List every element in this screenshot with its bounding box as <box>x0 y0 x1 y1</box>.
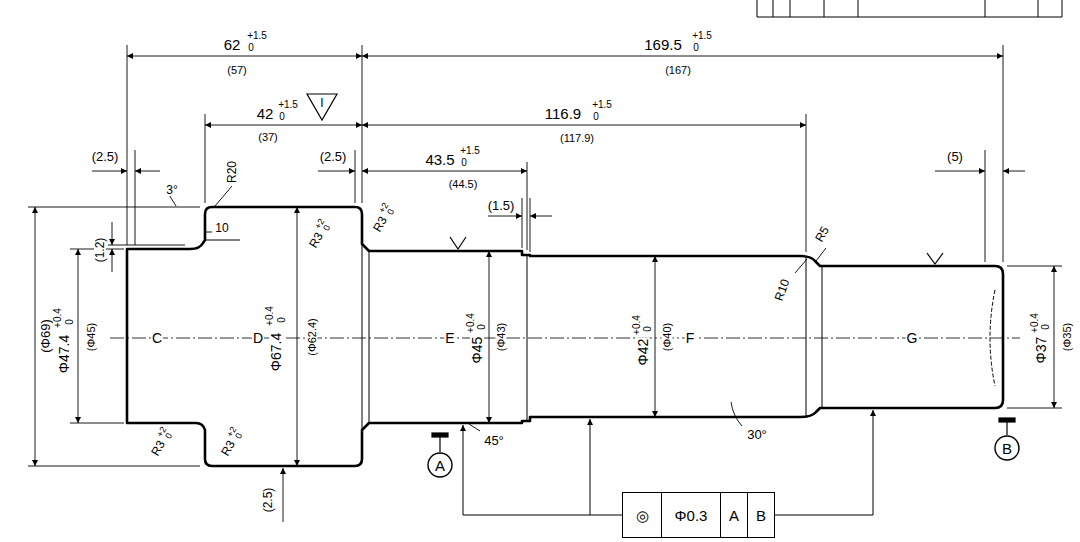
tolerance-cell: ◎ <box>622 492 662 538</box>
dimension-text: Φ47.4 <box>57 334 71 374</box>
shaft-outline <box>127 207 1003 466</box>
section-letter: D <box>252 331 264 345</box>
section-letter: G <box>906 331 919 345</box>
dimension-text: (Φ45) <box>86 322 97 352</box>
datum-circle: B <box>994 435 1020 461</box>
dimension-text: 0 <box>460 158 468 168</box>
dimension-text: (44.5) <box>448 179 479 190</box>
dimension-text: Φ67.4 <box>269 332 283 372</box>
dimension-text: 62 <box>223 37 242 52</box>
tolerance-cell: A <box>720 492 748 538</box>
dimension-text: (Φ69) <box>39 318 52 354</box>
dimension-text: (5) <box>946 150 964 163</box>
dimension-text: (117.9) <box>559 133 595 144</box>
tolerance-text: ◎ <box>636 508 649 523</box>
dimension-text: +1.5 <box>246 31 268 41</box>
dimension-text: +0.4 <box>632 314 642 336</box>
shaft-detail <box>205 240 995 430</box>
dimension-text: (1.2) <box>94 237 106 264</box>
surface-symbols <box>307 94 943 264</box>
dimension-text: 0 <box>163 431 174 442</box>
dimension-text: (37) <box>257 132 279 143</box>
center-line <box>110 338 1020 339</box>
dimension-text: 116.9 <box>544 106 582 121</box>
extension-lines <box>28 45 1062 466</box>
dimension-text: 0 <box>65 318 75 326</box>
dimension-text: R20 <box>226 160 238 184</box>
section-letter: F <box>685 331 696 345</box>
datum-circle-shape <box>428 453 452 477</box>
dimension-text: 0 <box>1041 323 1051 331</box>
datum-circle: A <box>427 452 453 478</box>
dimension-text: +1.5 <box>591 100 613 110</box>
dimension-text: (2.5) <box>91 150 120 163</box>
dimension-lines <box>35 56 1054 522</box>
dimension-text: R3 <box>148 437 167 458</box>
datum-circle-shape <box>995 436 1019 460</box>
dimension-text: 0 <box>385 207 396 218</box>
tolerance-cell: Φ0.3 <box>661 492 721 538</box>
dimension-text: (2.5) <box>319 150 348 163</box>
dimension-text: 45° <box>483 434 505 447</box>
dimension-text: +0.4 <box>1030 312 1040 334</box>
dimension-text: 0 <box>233 431 244 442</box>
dimension-text: (1.5) <box>487 199 516 212</box>
dimension-text: 3° <box>165 184 178 196</box>
datum-letter: A <box>435 458 445 473</box>
dimension-text: 169.5 <box>643 37 683 52</box>
dimension-text: 43.5 <box>424 152 455 167</box>
dimension-text: R3 <box>306 229 325 250</box>
dimension-text: R3 <box>370 213 389 234</box>
dimension-text: 0 <box>692 43 700 53</box>
dimension-text: 10 <box>214 222 229 234</box>
tolerance-text: A <box>729 508 739 523</box>
dimension-text: R3 <box>218 437 237 458</box>
title-table <box>757 0 1062 17</box>
tolerance-cell: B <box>747 492 775 538</box>
dimension-text: 0 <box>643 325 653 333</box>
datum-letter: B <box>1002 441 1012 456</box>
dimension-text: +0.4 <box>466 312 476 334</box>
dimension-text: (Φ43) <box>496 322 507 352</box>
dimension-text: (Φ62.4) <box>307 317 318 357</box>
dimension-text: (Φ40) <box>662 322 673 352</box>
dimension-text: (57) <box>226 65 248 76</box>
tolerance-text: Φ0.3 <box>675 508 708 523</box>
section-letter: C <box>151 331 163 345</box>
dimension-text: 0 <box>278 112 286 122</box>
dimension-text: R5 <box>812 223 831 244</box>
dimension-text: (Φ35) <box>1062 322 1073 352</box>
dimension-text: (167) <box>664 65 692 76</box>
dimension-text: +1.5 <box>459 146 481 156</box>
dimension-text: +0.4 <box>53 307 63 329</box>
datum-feet <box>432 418 1015 452</box>
tolerance-text: B <box>756 508 766 523</box>
dimension-text: +1.5 <box>277 100 299 110</box>
dimension-text: 0 <box>321 223 332 234</box>
dimension-text: 42 <box>256 106 275 121</box>
dimension-text: Φ37 <box>1034 336 1048 365</box>
dimension-text: 0 <box>247 43 255 53</box>
dimension-text: Φ42 <box>636 338 650 367</box>
dimension-text: +0.4 <box>265 305 275 327</box>
roughness-grade: I <box>319 97 324 109</box>
dimension-text: R10 <box>772 277 791 304</box>
dimension-text: 0 <box>592 112 600 122</box>
dimension-text: 0 <box>277 316 287 324</box>
leader-lines <box>166 186 826 431</box>
dimension-text: +1.5 <box>691 31 713 41</box>
dimension-text: 0 <box>477 323 487 331</box>
dimension-text: 30° <box>746 428 768 441</box>
section-letter: E <box>444 331 455 345</box>
dimension-text: Φ45 <box>470 336 484 365</box>
dimension-text: (2.5) <box>262 487 274 514</box>
